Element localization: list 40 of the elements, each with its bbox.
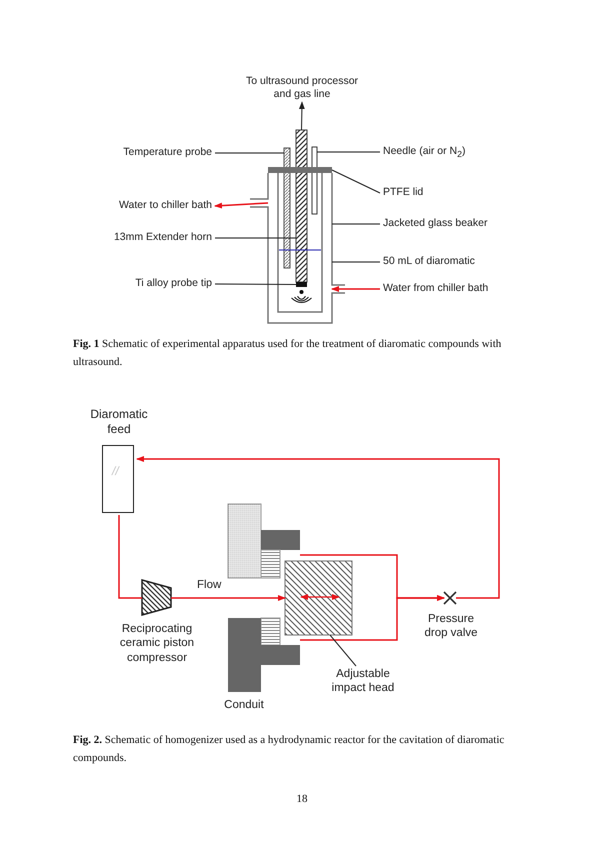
flow-line [171, 595, 286, 601]
lid [268, 167, 332, 173]
component-label: Conduit [223, 698, 265, 712]
leader-line [332, 170, 380, 194]
conduit-drawing [228, 618, 300, 692]
component-label: Reciprocating ceramic piston compressor [118, 622, 196, 666]
leader-line [330, 634, 356, 666]
component-label: Adjustable impact head [325, 668, 401, 696]
impact-head [284, 560, 352, 636]
component-label: 13mm Extender horn [114, 231, 212, 244]
figure-caption: Fig. 1 Schematic of experimental apparatus used for the treatment of diaromatic compounds with ultrasound. [73, 337, 502, 370]
component-label: Water to chiller bath [119, 199, 212, 212]
temperature-probe [284, 148, 290, 268]
flow-line [300, 595, 445, 641]
compressor-drawing [141, 579, 172, 616]
jacketed-beaker [249, 172, 346, 324]
component-label: Temperature probe [123, 146, 212, 159]
component-label: To ultrasound processor and gas line [243, 75, 361, 100]
leader-line [214, 152, 284, 154]
extender-horn [296, 130, 308, 282]
slash-mark: // [112, 464, 119, 478]
flow-line [118, 515, 142, 599]
valve-cross [443, 591, 457, 605]
component-label: Pressure drop valve [423, 612, 479, 641]
conduit-drawing [228, 504, 300, 578]
component-label: Needle (air or N$_{2}$) [383, 145, 466, 160]
figure-caption: Fig. 2. Schematic of homogenizer used as a hydrodynamic reactor for the cavitation of diaromatic compounds. [73, 733, 506, 766]
component-label: Ti alloy probe tip [135, 277, 212, 290]
component-label: Water from chiller bath [383, 282, 488, 295]
arrow [214, 202, 268, 209]
needle [312, 146, 318, 214]
component-label: PTFE lid [383, 186, 424, 199]
page-number: 18 [296, 792, 308, 807]
arrow [298, 101, 305, 130]
component-label: Jacketed glass beaker [383, 217, 488, 230]
flow-line [136, 456, 500, 599]
arrow [331, 286, 380, 292]
component-label: Diaromatic feed [89, 407, 149, 437]
leader-line [214, 284, 296, 285]
component-label: 50 mL of diaromatic [383, 255, 475, 268]
